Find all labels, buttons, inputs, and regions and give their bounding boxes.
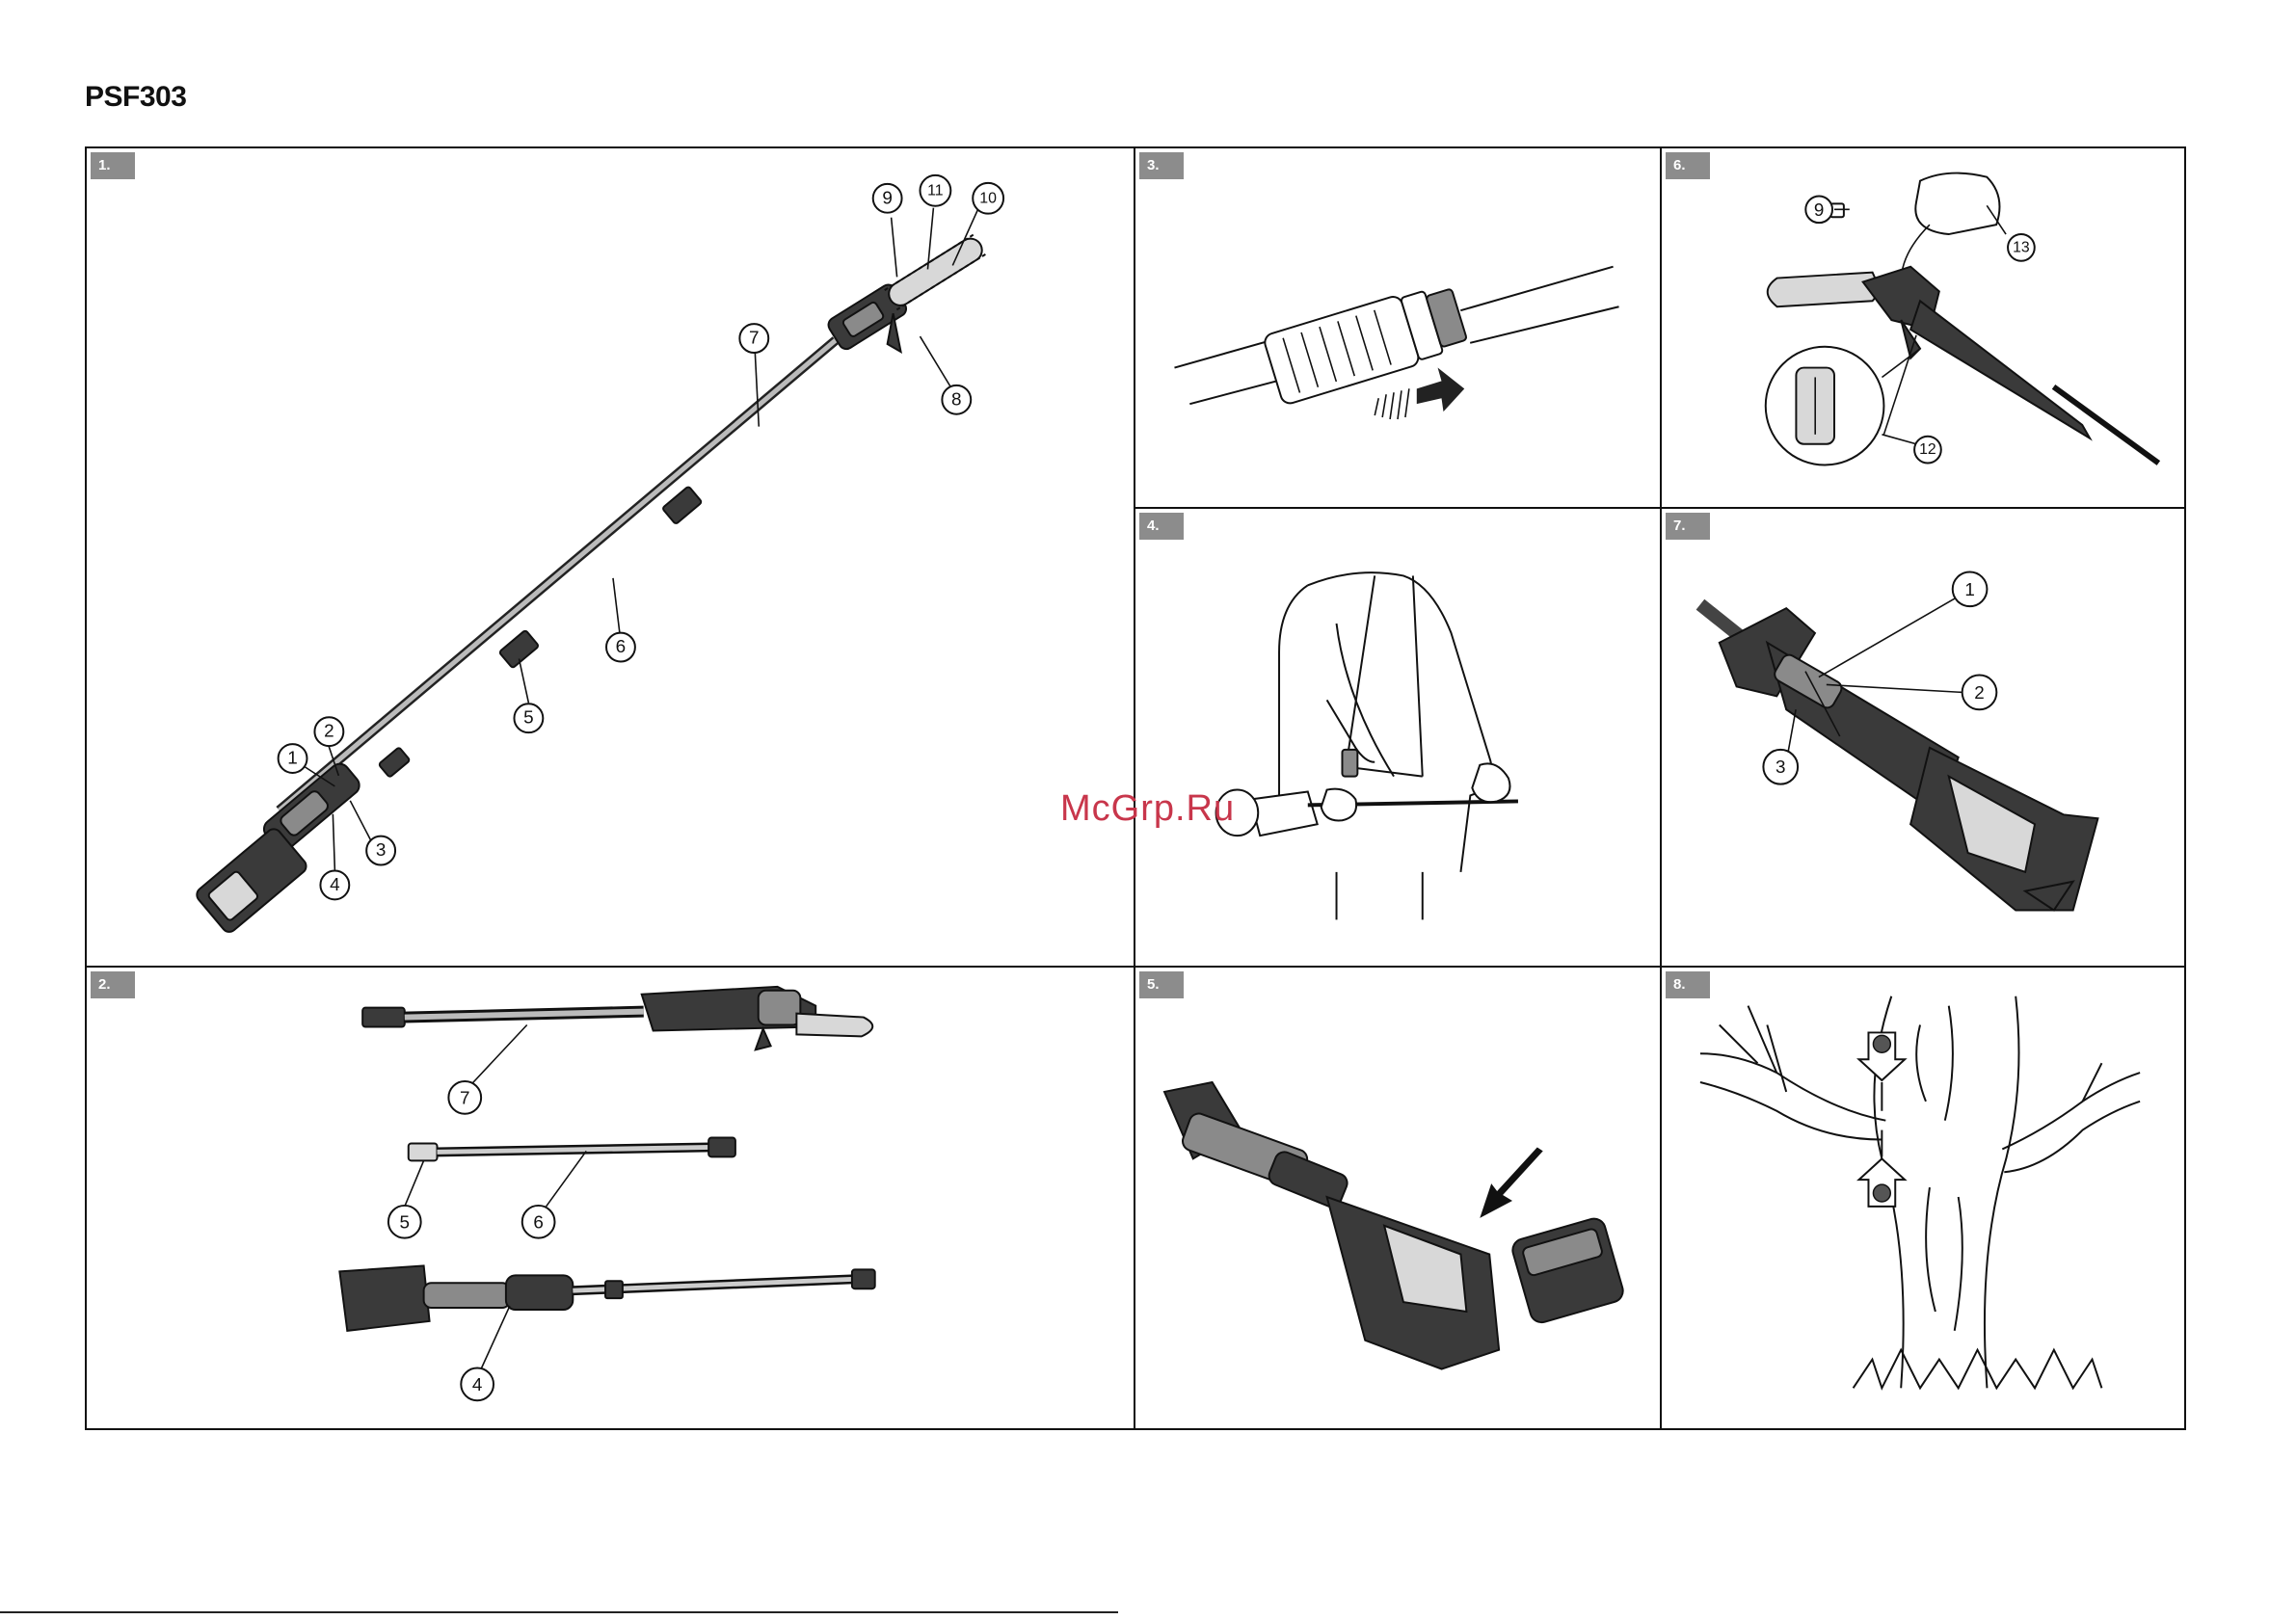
svg-text:8: 8 xyxy=(951,389,962,410)
callout-5: 5 xyxy=(514,704,543,732)
callout-10: 10 xyxy=(973,183,1003,214)
oil-check-illustration: 9 13 12 xyxy=(1662,148,2184,507)
cut-marker-bottom-icon xyxy=(1859,1130,1906,1207)
tree-cutting-illustration xyxy=(1662,968,2184,1428)
svg-text:4: 4 xyxy=(330,875,340,895)
svg-text:6: 6 xyxy=(533,1211,543,1232)
callout-3: 3 xyxy=(1763,750,1798,784)
harness-illustration xyxy=(1135,509,1660,966)
svg-text:7: 7 xyxy=(460,1087,469,1107)
callout-2: 2 xyxy=(1962,676,1997,710)
panel-4-harness: 4. xyxy=(1134,507,1662,968)
callout-11: 11 xyxy=(920,175,950,206)
callout-12: 12 xyxy=(1914,437,1941,464)
push-arrow-icon xyxy=(1375,368,1464,419)
callout-7: 7 xyxy=(448,1081,481,1114)
panel-7-switch: 7. 1 2 3 xyxy=(1660,507,2186,968)
callout-1: 1 xyxy=(1953,571,1988,606)
panel-1-assembled-tool: 1. xyxy=(85,146,1135,968)
svg-text:2: 2 xyxy=(324,722,334,742)
components-illustration: 7 5 6 4 xyxy=(87,968,1134,1428)
svg-text:11: 11 xyxy=(927,182,944,199)
callout-8: 8 xyxy=(942,385,971,414)
coupling-illustration xyxy=(1135,148,1660,507)
callout-6: 6 xyxy=(606,633,635,662)
svg-text:5: 5 xyxy=(400,1211,410,1232)
svg-text:10: 10 xyxy=(979,190,997,206)
callout-3: 3 xyxy=(366,837,395,865)
callout-5: 5 xyxy=(388,1206,421,1238)
panel-3-coupling: 3. xyxy=(1134,146,1662,509)
panel-6-oil-check: 6. 9 13 12 xyxy=(1660,146,2186,509)
callout-9: 9 xyxy=(1805,196,1832,223)
svg-text:9: 9 xyxy=(1814,199,1824,220)
footer-rule xyxy=(0,1611,1118,1613)
svg-text:3: 3 xyxy=(1775,757,1785,777)
switch-illustration: 1 2 3 xyxy=(1662,509,2184,966)
svg-text:13: 13 xyxy=(2013,239,2030,255)
svg-text:1: 1 xyxy=(1964,579,1974,599)
battery-insert-illustration xyxy=(1135,968,1660,1428)
svg-text:7: 7 xyxy=(749,329,760,349)
callout-9: 9 xyxy=(873,184,902,213)
callout-7: 7 xyxy=(739,324,768,353)
watermark: McGrp.Ru xyxy=(1060,788,1235,830)
panel-5-battery-insert: 5. xyxy=(1134,966,1662,1430)
svg-text:6: 6 xyxy=(616,637,627,657)
callout-2: 2 xyxy=(314,717,343,746)
callout-1: 1 xyxy=(279,744,307,773)
insert-arrow-icon xyxy=(1480,1147,1542,1217)
callout-4: 4 xyxy=(461,1368,494,1401)
svg-text:3: 3 xyxy=(376,840,387,861)
svg-text:9: 9 xyxy=(882,188,893,208)
svg-text:5: 5 xyxy=(523,708,534,729)
pole-saw-illustration: 1 2 3 4 5 6 7 8 9 10 11 xyxy=(87,148,1134,966)
callout-6: 6 xyxy=(522,1206,555,1238)
callout-4: 4 xyxy=(320,870,349,899)
callout-13: 13 xyxy=(2008,234,2035,261)
svg-text:4: 4 xyxy=(472,1374,482,1394)
cut-marker-top-icon xyxy=(1859,1032,1906,1110)
svg-text:1: 1 xyxy=(287,749,298,769)
panel-2-components: 2. 7 5 6 4 xyxy=(85,966,1135,1430)
svg-text:2: 2 xyxy=(1974,682,1984,703)
svg-text:12: 12 xyxy=(1919,441,1936,458)
panel-8-cutting-branches: 8. xyxy=(1660,966,2186,1430)
document-title: PSF303 xyxy=(85,81,186,114)
